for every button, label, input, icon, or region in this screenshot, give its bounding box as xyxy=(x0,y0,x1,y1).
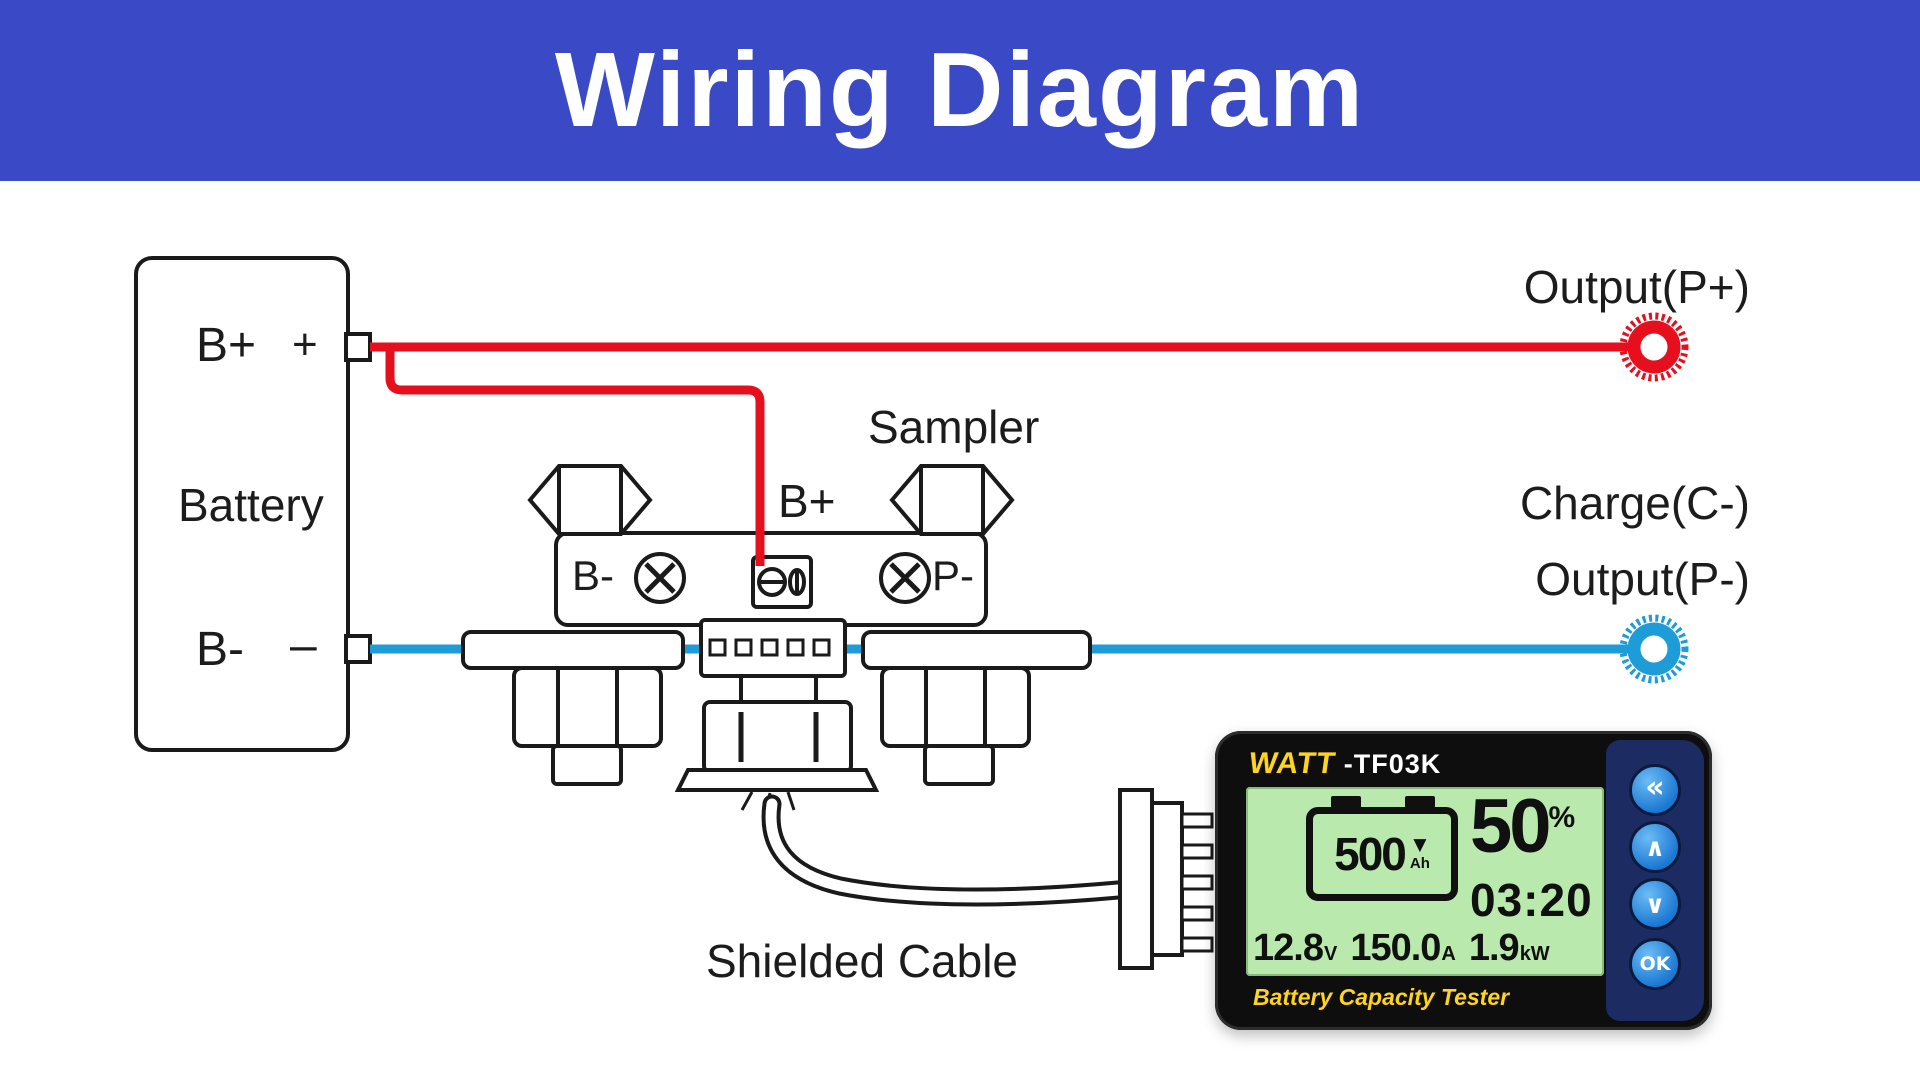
capacity-unit-group: ▼ Ah xyxy=(1409,835,1430,872)
soc-unit: % xyxy=(1548,801,1576,834)
down-button: ∨ xyxy=(1629,878,1681,930)
ok-button: OK xyxy=(1629,938,1681,990)
charge-negative-label: Charge(C-) xyxy=(1519,477,1750,529)
sampler-bminus-label: B- xyxy=(572,552,614,599)
device-caption: Battery Capacity Tester xyxy=(1253,984,1510,1010)
battery-label: Battery xyxy=(178,479,324,531)
positive-ring-terminal-icon xyxy=(1619,312,1689,382)
hex-bolt-left-icon xyxy=(527,464,653,536)
brand-logo: WATT xyxy=(1246,747,1339,780)
bplus-terminal-icon xyxy=(751,555,813,609)
output-negative-label: Output(P-) xyxy=(1535,553,1750,605)
ok-button-label: OK xyxy=(1639,952,1671,975)
phillips-screw-pminus-icon xyxy=(879,552,931,604)
sampler-bplus-label: B+ xyxy=(778,475,836,527)
signal-connector-block xyxy=(699,618,847,678)
soc-value: 50 xyxy=(1470,784,1552,869)
cable-plug-connector xyxy=(1118,788,1214,970)
back-button: « xyxy=(1629,764,1681,816)
hex-bolt-right-icon xyxy=(889,464,1015,536)
soc-readout: 50 % xyxy=(1470,787,1575,867)
chevron-up-icon: ∧ xyxy=(1644,832,1666,862)
battery-positive-sign: + xyxy=(292,320,318,369)
capacity-unit: Ah xyxy=(1409,855,1430,872)
battery-capacity-icon: 500 ▼ Ah xyxy=(1306,796,1458,901)
device-header: WATT -TF03K xyxy=(1246,747,1442,781)
battery-icon-terminal xyxy=(1331,796,1361,808)
model-label: -TF03K xyxy=(1343,749,1442,779)
title-banner: Wiring Diagram xyxy=(0,0,1920,181)
battery-negative-sign: – xyxy=(290,619,317,672)
chevron-down-icon: ∨ xyxy=(1644,889,1666,919)
positive-wire xyxy=(370,342,1636,566)
page-title: Wiring Diagram xyxy=(554,31,1366,149)
battery-positive-terminal-label: B+ xyxy=(196,319,257,372)
battery-icon-terminal xyxy=(1405,796,1435,808)
button-panel: « ∧ ∨ OK xyxy=(1606,740,1704,1021)
sampler-title: Sampler xyxy=(868,401,1040,453)
sampler-shunt xyxy=(461,464,1092,786)
negative-ring-terminal-icon xyxy=(1619,614,1689,684)
double-left-chevron-icon: « xyxy=(1645,770,1665,805)
phillips-screw-bminus-icon xyxy=(634,552,686,604)
time-remaining-readout: 03:20 xyxy=(1470,874,1593,926)
sampler-pminus-label: P- xyxy=(932,552,974,599)
shielded-cable-assembly xyxy=(674,676,1214,970)
battery-box xyxy=(134,256,372,752)
up-button: ∧ xyxy=(1629,821,1681,873)
battery-negative-terminal-label: B- xyxy=(196,623,244,676)
capacity-readout: 500 xyxy=(1334,828,1407,880)
output-positive-label: Output(P+) xyxy=(1523,261,1750,313)
shielded-cable-label: Shielded Cable xyxy=(706,935,1019,987)
triangle-down-icon: ▼ xyxy=(1413,835,1427,855)
